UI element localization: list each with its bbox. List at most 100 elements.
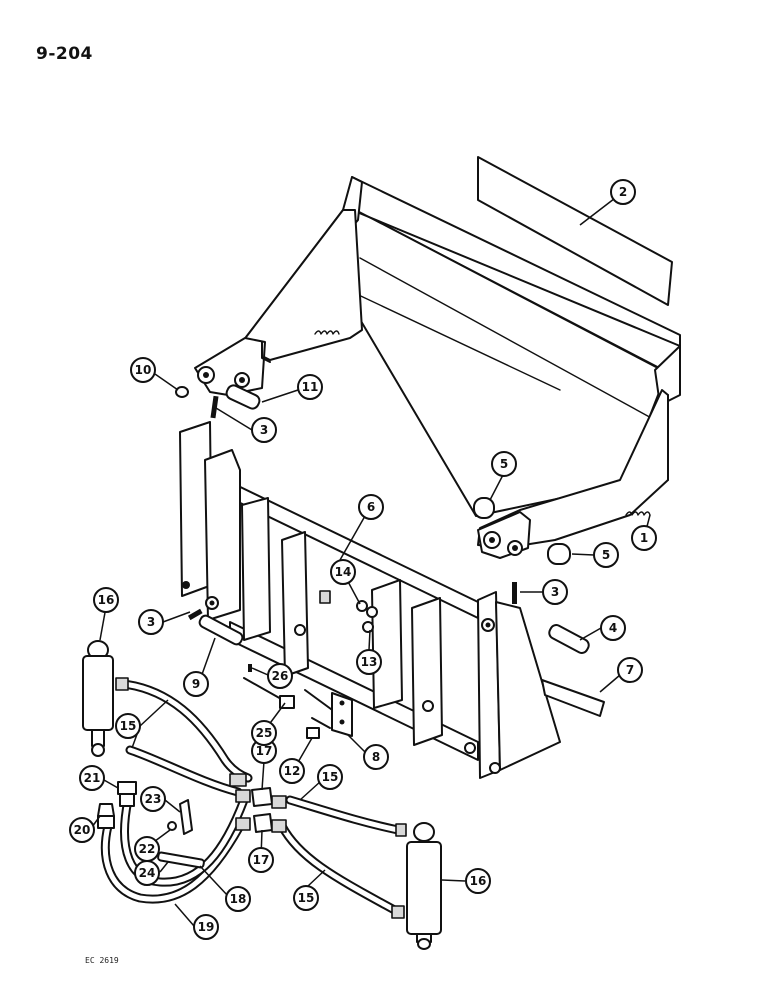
svg-text:18: 18 — [230, 892, 247, 906]
callout-8: 8 — [363, 744, 389, 770]
callout-16-left: 16 — [93, 587, 119, 613]
cylinder-right — [406, 822, 442, 950]
svg-text:16: 16 — [98, 593, 115, 607]
callout-4: 4 — [600, 615, 626, 641]
svg-text:3: 3 — [551, 585, 559, 599]
pivot-pin-left — [198, 614, 244, 646]
hydraulic-hoses — [100, 679, 403, 917]
bushing-11 — [225, 384, 261, 410]
svg-text:13: 13 — [361, 655, 378, 669]
tee-fitting-lower — [253, 813, 273, 833]
frame-rib-2 — [281, 531, 309, 677]
drawing-code: EC 2619 — [85, 956, 119, 965]
hose-fitting-2 — [229, 773, 247, 787]
latch-bracket — [304, 689, 353, 737]
cylinder-left — [82, 640, 114, 757]
roll-pin-left — [187, 608, 203, 621]
callout-12: 12 — [279, 758, 305, 784]
svg-text:3: 3 — [260, 423, 268, 437]
hose-clamp-23 — [179, 799, 193, 835]
svg-text:5: 5 — [500, 457, 508, 471]
callout-22: 22 — [134, 836, 160, 862]
callout-26: 26 — [267, 663, 293, 689]
hose-fitting-8 — [391, 905, 405, 919]
callout-6: 6 — [358, 494, 384, 520]
bucket-left-side — [239, 209, 363, 361]
svg-text:23: 23 — [145, 792, 162, 806]
page-number: 9-204 — [36, 44, 93, 64]
roll-pin-right — [512, 582, 517, 604]
svg-text:20: 20 — [74, 823, 91, 837]
bucket-assembly — [194, 176, 681, 559]
tee-fitting-upper — [251, 787, 273, 807]
pivot-pin-right — [548, 624, 590, 654]
svg-text:15: 15 — [322, 770, 339, 784]
hose-fitting-6 — [235, 817, 251, 831]
callout-1: 1 — [631, 525, 657, 551]
svg-text:22: 22 — [139, 842, 156, 856]
frame-right-gusset — [495, 601, 561, 771]
svg-text:17: 17 — [256, 744, 273, 758]
hose-fitting-4 — [271, 795, 287, 809]
callout-20: 20 — [69, 817, 95, 843]
frame-left-inner-plate — [204, 449, 241, 621]
clamp-bolt-22 — [167, 821, 177, 831]
svg-text:11: 11 — [302, 380, 319, 394]
svg-text:6: 6 — [367, 500, 375, 514]
callout-2: 2 — [610, 179, 636, 205]
frame-lug — [319, 590, 331, 604]
callout-3-right: 3 — [542, 579, 568, 605]
callout-15-right: 15 — [317, 764, 343, 790]
callout-16-right: 16 — [465, 868, 491, 894]
svg-text:14: 14 — [335, 565, 352, 579]
svg-text:10: 10 — [135, 363, 152, 377]
hose-clamp-18 — [157, 851, 205, 869]
roll-pin-top — [210, 395, 219, 419]
callout-25: 25 — [251, 720, 277, 746]
nut-14b — [366, 606, 378, 618]
adapter-21 — [117, 781, 137, 795]
svg-text:4: 4 — [609, 621, 617, 635]
svg-text:25: 25 — [256, 726, 273, 740]
hose-fitting-7 — [395, 823, 407, 837]
bushing-upper — [473, 497, 495, 519]
callout-5-lower: 5 — [593, 542, 619, 568]
bucket-right-teeth — [625, 511, 651, 516]
mounting-frame — [179, 421, 561, 779]
svg-text:9: 9 — [192, 677, 200, 691]
svg-text:7: 7 — [626, 663, 634, 677]
callout-24: 24 — [134, 860, 160, 886]
svg-text:19: 19 — [198, 920, 215, 934]
svg-text:16: 16 — [470, 874, 487, 888]
callout-13: 13 — [356, 649, 382, 675]
svg-text:1: 1 — [640, 531, 648, 545]
callout-11: 11 — [297, 374, 323, 400]
cotter-pin-26 — [248, 664, 252, 672]
grease-fitting — [175, 386, 189, 398]
callout-19: 19 — [193, 914, 219, 940]
adapter-20 — [97, 803, 115, 817]
svg-text:3: 3 — [147, 615, 155, 629]
svg-text:26: 26 — [272, 669, 289, 683]
svg-text:21: 21 — [84, 771, 101, 785]
bolt-12-head — [306, 727, 320, 739]
wear-plate — [541, 679, 605, 717]
callout-group: 1 2 3 3 3 4 5 5 6 7 8 9 10 11 12 13 14 1… — [69, 179, 657, 940]
svg-text:15: 15 — [120, 719, 137, 733]
callout-21: 21 — [79, 765, 105, 791]
svg-text:2: 2 — [619, 185, 627, 199]
svg-text:8: 8 — [372, 750, 380, 764]
callout-14: 14 — [330, 559, 356, 585]
callout-15-lower: 15 — [293, 885, 319, 911]
svg-text:17: 17 — [253, 853, 270, 867]
frame-rib-4 — [411, 597, 443, 746]
callout-10: 10 — [130, 357, 156, 383]
bushing-lower — [547, 543, 571, 565]
bucket-left-teeth — [314, 330, 340, 335]
svg-text:15: 15 — [298, 891, 315, 905]
callout-7: 7 — [617, 657, 643, 683]
washer-13 — [362, 621, 374, 633]
svg-text:24: 24 — [139, 866, 156, 880]
